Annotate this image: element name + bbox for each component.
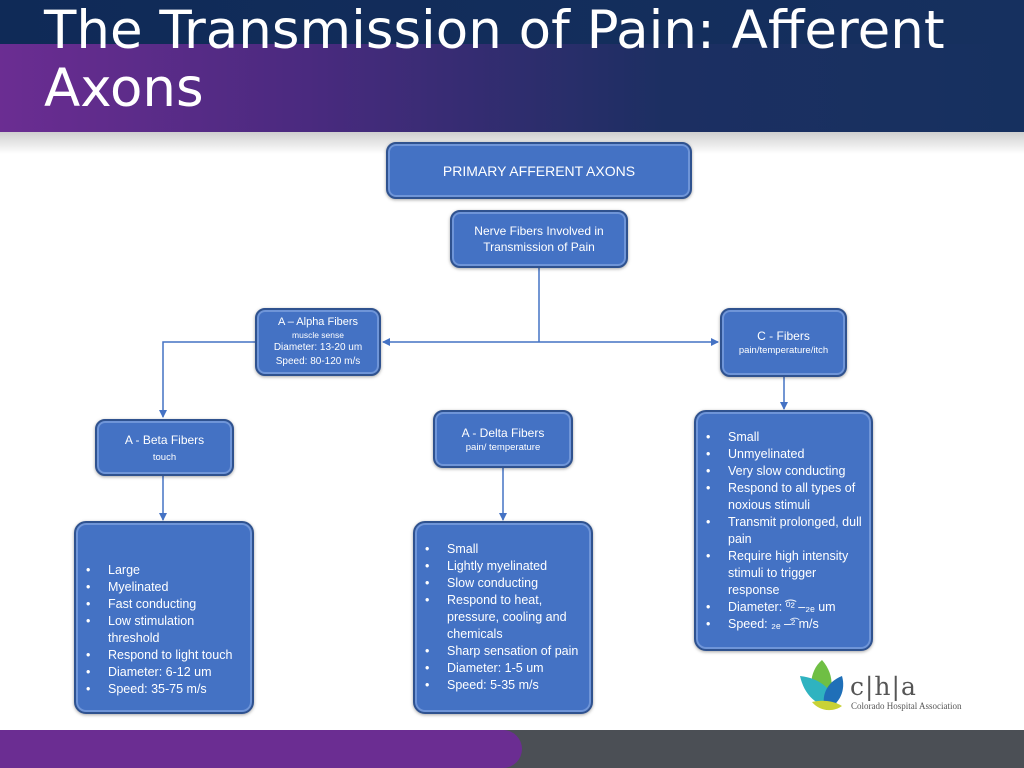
- a-delta-fibers-subtitle: pain/ temperature: [465, 441, 541, 453]
- c-fibers-box: C - Fibers pain/temperature/itch: [720, 308, 847, 377]
- a-beta-fibers-properties-list: Large Myelinated Fast conducting Low sti…: [74, 521, 254, 714]
- list-item: Speed: 5-35 m/s: [417, 677, 583, 694]
- list-item: Low stimulation threshold: [78, 613, 244, 647]
- list-item: Small: [417, 541, 583, 558]
- cha-logo-name: Colorado Hospital Association: [851, 701, 962, 711]
- footer-purple-bar: [0, 730, 522, 768]
- a-alpha-fibers-box: A – Alpha Fibers muscle sense Diameter: …: [255, 308, 381, 376]
- a-delta-fibers-name: A - Delta Fibers: [461, 425, 545, 440]
- list-item: Myelinated: [78, 579, 244, 596]
- a-delta-fibers-box: A - Delta Fibers pain/ temperature: [433, 410, 573, 468]
- list-item: Lightly myelinated: [417, 558, 583, 575]
- list-item: Speed: 35-75 m/s: [78, 681, 244, 698]
- list-item: Require high intensity stimuli to trigge…: [698, 548, 863, 599]
- c-fibers-subtitle: pain/temperature/itch: [738, 345, 829, 356]
- a-alpha-fibers-diameter: Diameter: 13-20 um: [273, 342, 363, 353]
- a-alpha-fibers-name: A – Alpha Fibers: [277, 316, 359, 328]
- list-item: Speed: ₂ₑ –͡² m/s: [698, 616, 863, 633]
- list-item: Large: [78, 562, 244, 579]
- a-alpha-fibers-speed: Speed: 80-120 m/s: [275, 356, 361, 367]
- header-gradient-band: [0, 44, 1024, 132]
- a-beta-fibers-subtitle: touch: [152, 451, 177, 463]
- list-item: Respond to light touch: [78, 647, 244, 664]
- list-item: Respond to heat, pressure, cooling and c…: [417, 592, 583, 643]
- primary-afferent-axons-box: PRIMARY AFFERENT AXONS: [386, 142, 692, 199]
- cha-logo-letters: c|h|a: [850, 672, 917, 701]
- a-delta-fibers-properties-list: Small Lightly myelinated Slow conducting…: [413, 521, 593, 714]
- c-fibers-name: C - Fibers: [757, 329, 810, 343]
- logo-leaf-yellow: [812, 700, 842, 711]
- slide-title: The Transmission of Pain: Afferent Axons: [44, 0, 945, 119]
- a-beta-fibers-box: A - Beta Fibers touch: [95, 419, 234, 476]
- list-item: Fast conducting: [78, 596, 244, 613]
- list-item: Slow conducting: [417, 575, 583, 592]
- list-item: Transmit prolonged, dull pain: [698, 514, 863, 548]
- nerve-fibers-involved-box: Nerve Fibers Involved in Transmission of…: [450, 210, 628, 268]
- list-item: Unmyelinated: [698, 446, 863, 463]
- list-item: Respond to all types of noxious stimuli: [698, 480, 863, 514]
- list-item: Small: [698, 429, 863, 446]
- list-item: Diameter: 1-5 um: [417, 660, 583, 677]
- nerve-fibers-involved-label: Nerve Fibers Involved in Transmission of…: [474, 224, 604, 254]
- primary-afferent-axons-label: PRIMARY AFFERENT AXONS: [442, 162, 636, 179]
- a-beta-fibers-name: A - Beta Fibers: [124, 432, 205, 447]
- list-item: Very slow conducting: [698, 463, 863, 480]
- connector-alpha-to-beta: [159, 341, 256, 418]
- a-alpha-fibers-subtitle: muscle sense: [292, 330, 344, 340]
- list-item: Diameter: ⁰͡² –₂ₑ um: [698, 599, 863, 616]
- list-item: Sharp sensation of pain: [417, 643, 583, 660]
- list-item: Diameter: 6-12 um: [78, 664, 244, 681]
- c-fibers-properties-list: Small Unmyelinated Very slow conducting …: [694, 410, 873, 651]
- footer-gray-bar: [500, 730, 1024, 768]
